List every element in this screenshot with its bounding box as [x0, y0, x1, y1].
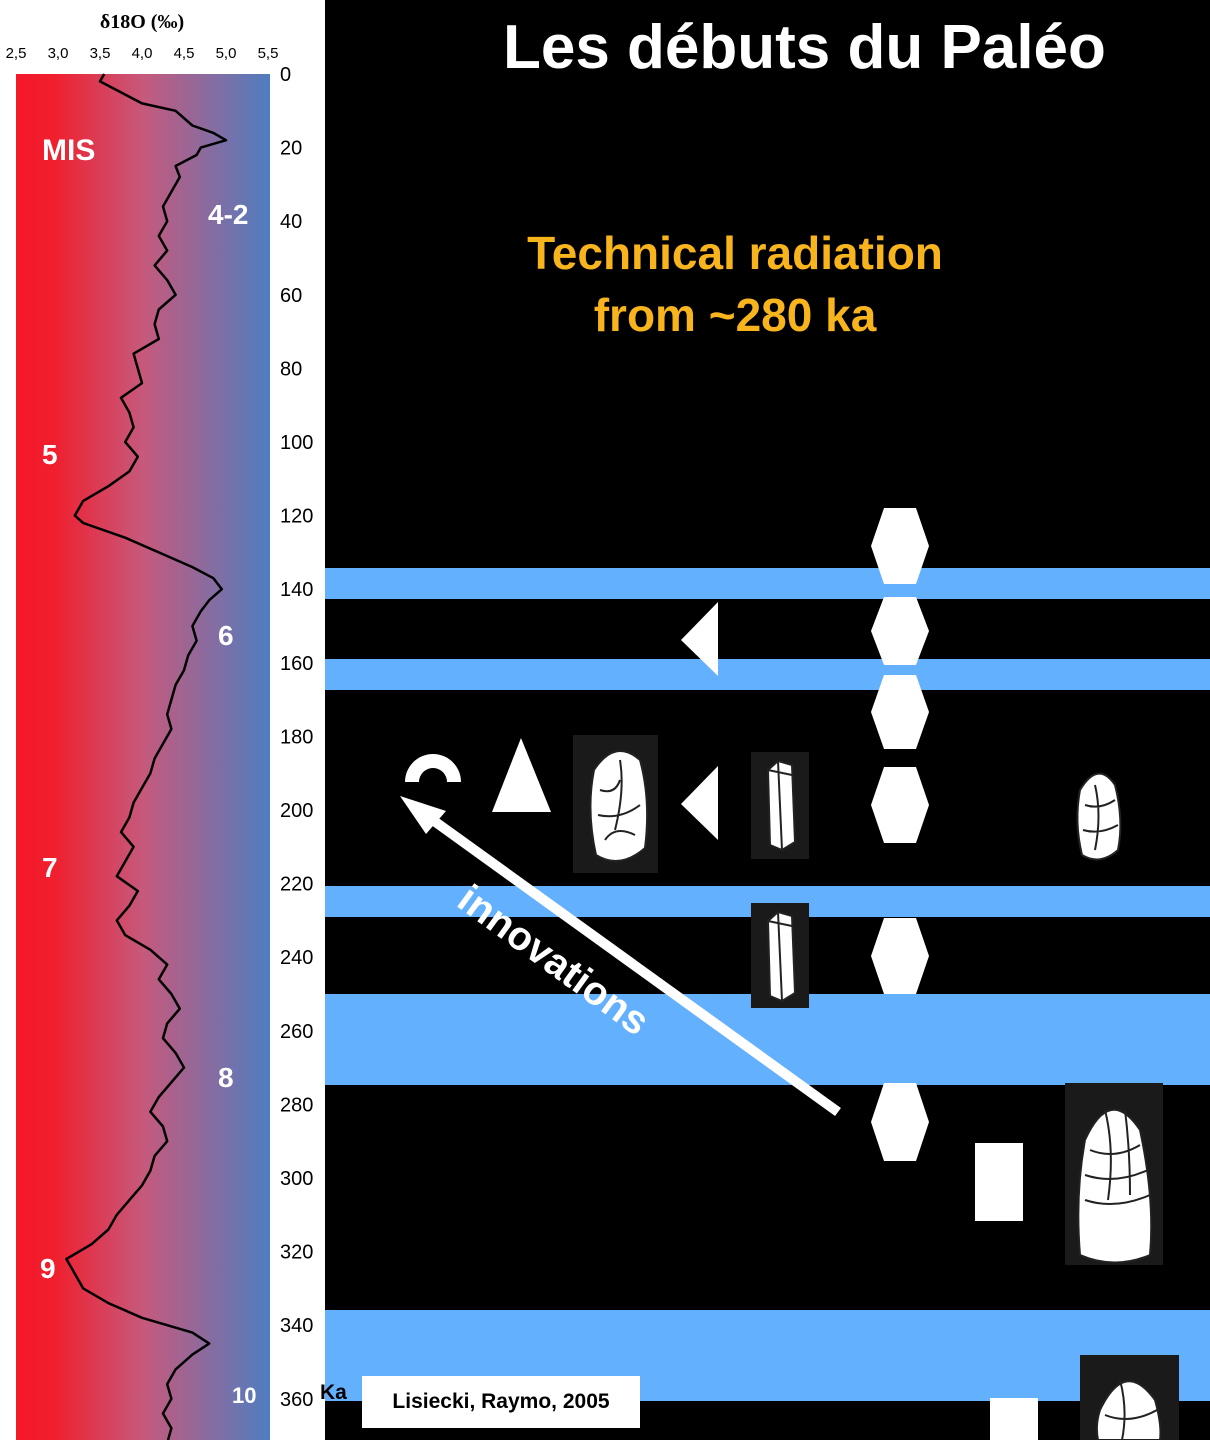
x-tick-label: 3,5 [90, 45, 111, 62]
y-tick-label: 360 [280, 1389, 313, 1411]
mis-label: 5 [42, 439, 58, 470]
mis-header: MIS [42, 134, 95, 167]
y-tick-label: 60 [280, 285, 302, 307]
x-tick-label: 2,5 [6, 45, 27, 62]
arrowhead-icon [400, 796, 446, 834]
subtitle-line-1: Technical radiation [527, 227, 943, 279]
y-tick-label: 40 [280, 211, 302, 233]
hexagon-icon [871, 767, 929, 843]
core-artifact-icon [1066, 766, 1128, 862]
y-tick-label: 180 [280, 726, 313, 748]
x-tick-label: 3,0 [48, 45, 69, 62]
y-tick-label: 220 [280, 874, 313, 896]
slide-title: Les débuts du Paléo [503, 13, 1106, 82]
y-tick-label: 100 [280, 432, 313, 454]
y-tick-label: 80 [280, 358, 302, 380]
y-tick-label: 20 [280, 138, 302, 160]
band-mis6-bottom [325, 659, 1210, 690]
arc-icon [405, 754, 461, 782]
block-icon [990, 1398, 1038, 1440]
mis-label: 4-2 [208, 199, 248, 230]
y-tick-label: 260 [280, 1021, 313, 1043]
band-mis6-top [325, 568, 1210, 599]
subtitle-line-2: from ~280 ka [593, 289, 877, 341]
x-tick-label: 5,0 [216, 45, 237, 62]
mis-label: 10 [232, 1383, 256, 1408]
hexagon-icon [871, 1083, 929, 1161]
block-icon [975, 1143, 1023, 1221]
point-triangle-icon [681, 766, 718, 840]
biface-artifact-icon [1065, 1083, 1163, 1265]
core-artifact-icon [573, 735, 658, 873]
hexagon-column [871, 508, 929, 1161]
y-tick-label: 320 [280, 1242, 313, 1264]
band-mis8 [325, 994, 1210, 1085]
hexagon-icon [871, 508, 929, 584]
y-tick-label: 280 [280, 1094, 313, 1116]
isotope-curve [65, 73, 228, 1440]
y-tick-label: 200 [280, 800, 313, 822]
y-tick-label: 140 [280, 579, 313, 601]
x-axis-title: δ18O (‰) [100, 11, 184, 33]
y-tick-label: 240 [280, 947, 313, 969]
mis-label: 7 [42, 852, 58, 883]
point-triangle-icon [681, 602, 718, 676]
y-tick-label: 120 [280, 506, 313, 528]
prism-artifact-icon [751, 752, 809, 859]
x-tick-label: 5,5 [258, 45, 279, 62]
climate-gradient [16, 74, 270, 1440]
y-tick-label: 160 [280, 653, 313, 675]
hexagon-icon [871, 597, 929, 665]
hexagon-icon [871, 675, 929, 749]
mis-label: 9 [40, 1253, 56, 1284]
biface-artifact-icon [1080, 1355, 1179, 1440]
y-tick-label: 0 [280, 64, 291, 86]
mis-label: 6 [218, 620, 234, 651]
triangle-icon [492, 738, 551, 812]
prism-artifact-icon [751, 903, 809, 1008]
y-unit-label: Ka [320, 1381, 347, 1404]
source-credit: Lisiecki, Raymo, 2005 [362, 1376, 640, 1428]
innovations-arrow [420, 808, 841, 1117]
mis-label: 8 [218, 1062, 234, 1093]
y-tick-label: 300 [280, 1168, 313, 1190]
y-tick-label: 340 [280, 1315, 313, 1337]
slide-subtitle: Technical radiation from ~280 ka [440, 222, 1030, 346]
hexagon-icon [871, 918, 929, 994]
x-tick-label: 4,0 [132, 45, 153, 62]
x-tick-label: 4,5 [174, 45, 195, 62]
